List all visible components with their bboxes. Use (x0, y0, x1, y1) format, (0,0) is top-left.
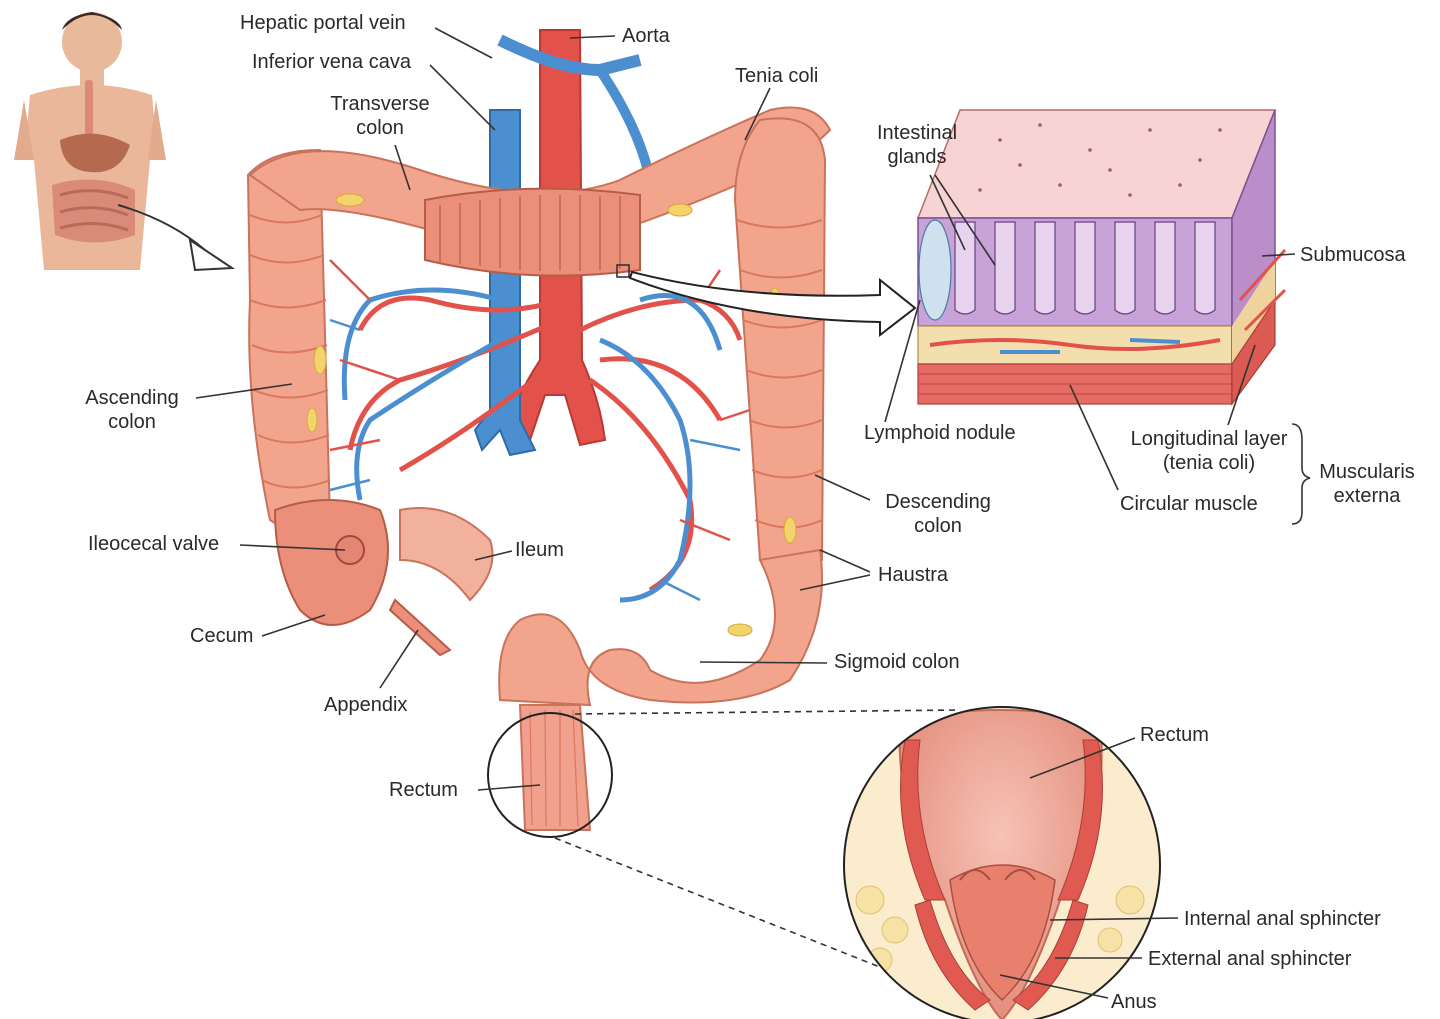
label-rectum: Rectum (389, 779, 458, 801)
human-torso-icon (0, 0, 166, 270)
label-intestinal-glands: Intestinal glands (876, 122, 958, 168)
label-muscularis-externa: Muscularis externa (1319, 461, 1415, 507)
rectum-detail (843, 706, 1161, 1019)
label-ascending-colon: Ascending colon (85, 387, 179, 433)
label-tenia-coli: Tenia coli (735, 65, 819, 87)
label-lymphoid-nodule: Lymphoid nodule (864, 422, 1016, 444)
label-internal-anal-sphincter: Internal anal sphincter (1184, 908, 1381, 930)
label-rectum-detail: Rectum (1140, 724, 1209, 746)
tissue-block (916, 109, 1287, 406)
rectum-magnifier (487, 712, 613, 838)
label-appendix: Appendix (324, 694, 408, 716)
label-ileocecal-valve: Ileocecal valve (88, 533, 220, 555)
label-submucosa: Submucosa (1300, 244, 1406, 266)
label-sigmoid-colon: Sigmoid colon (834, 651, 960, 673)
label-external-anal-sphincter: External anal sphincter (1148, 948, 1352, 970)
label-transverse-colon: Transverse colon (330, 93, 430, 139)
leader-lines (195, 27, 1311, 999)
label-circular-muscle: Circular muscle (1120, 493, 1258, 515)
label-cecum: Cecum (190, 625, 254, 647)
label-inferior-vena-cava: Inferior vena cava (252, 51, 411, 73)
label-haustra: Haustra (878, 564, 949, 586)
label-anus: Anus (1111, 991, 1157, 1013)
detail-arrow (628, 270, 917, 338)
label-descending-colon: Descending colon (885, 491, 991, 537)
label-ileum: Ileum (515, 539, 564, 561)
label-aorta: Aorta (622, 25, 670, 47)
colon (246, 106, 832, 831)
label-longitudinal-layer: Longitudinal layer (tenia coli) (1130, 428, 1288, 474)
curved-arrow-icon (117, 204, 236, 272)
label-hepatic-portal-vein: Hepatic portal vein (240, 12, 406, 34)
